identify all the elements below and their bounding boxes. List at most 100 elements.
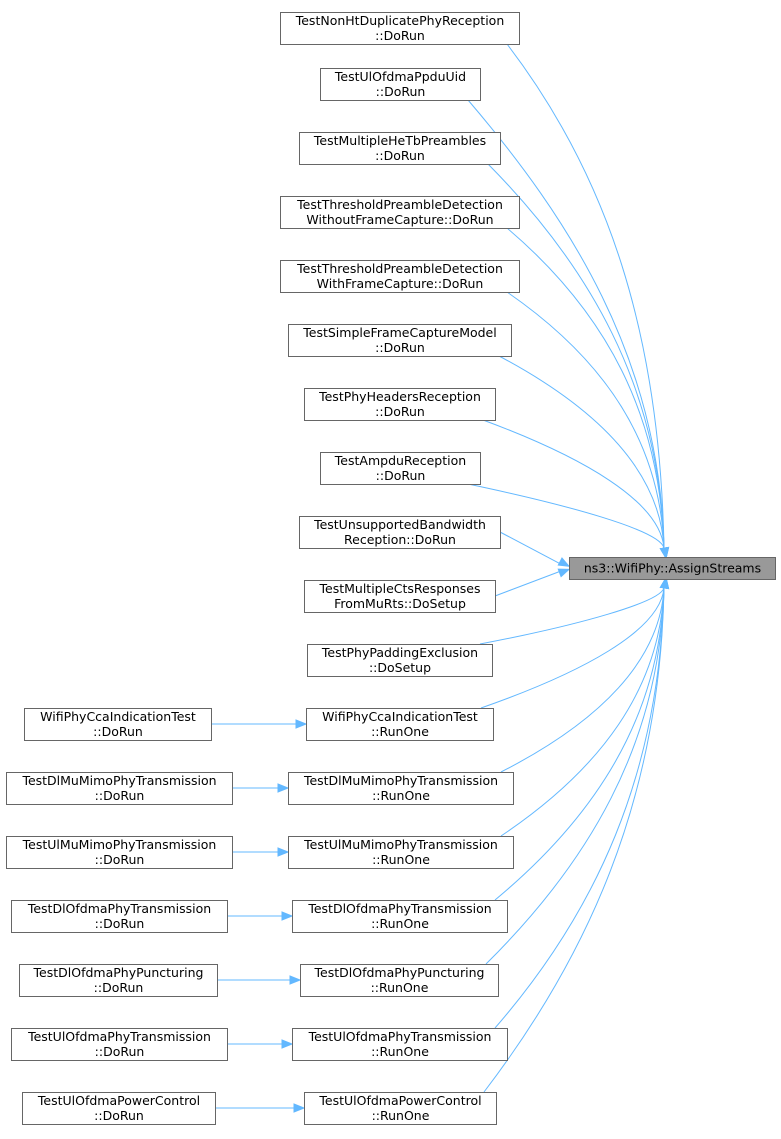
edge-line xyxy=(482,419,665,549)
node-n1[interactable]: TestNonHtDuplicatePhyReception::DoRun xyxy=(280,12,520,45)
node-l15[interactable]: TestDlOfdmaPhyTransmission::DoRun xyxy=(11,900,228,933)
target-node[interactable]: ns3::WifiPhy::AssignStreams xyxy=(569,557,776,580)
node-label: TestUlMuMimoPhyTransmission xyxy=(22,837,217,852)
edge-l15-to-n15 xyxy=(227,911,294,921)
node-label: ::DoRun xyxy=(375,148,425,163)
node-label: TestSimpleFrameCaptureModel xyxy=(302,325,496,340)
node-box xyxy=(569,557,776,580)
edge-line xyxy=(498,355,665,549)
node-l13[interactable]: TestDlMuMimoPhyTransmission::DoRun xyxy=(6,772,233,805)
edge-line xyxy=(494,570,561,597)
node-label: ::DoRun xyxy=(376,84,426,99)
node-label: TestNonHtDuplicatePhyReception xyxy=(295,13,505,28)
node-l14[interactable]: TestUlMuMimoPhyTransmission::DoRun xyxy=(6,836,233,869)
edge-n13-to-target xyxy=(500,576,670,773)
edge-arrowhead xyxy=(557,568,571,578)
edge-n9-to-target xyxy=(499,531,571,567)
edge-n12-to-target xyxy=(480,576,670,709)
node-label: TestUlOfdmaPpduUid xyxy=(334,69,466,84)
node-label: TestDlMuMimoPhyTransmission xyxy=(21,773,216,788)
node-n17[interactable]: TestUlOfdmaPhyTransmission::RunOne xyxy=(292,1028,508,1061)
edge-line xyxy=(480,587,665,709)
edge-n18-to-target xyxy=(483,576,670,1093)
node-label: ::DoRun xyxy=(94,980,144,995)
node-label: TestUlMuMimoPhyTransmission xyxy=(303,837,498,852)
node-label: ns3::WifiPhy::AssignStreams xyxy=(584,561,761,576)
node-box xyxy=(280,12,520,45)
edge-arrowhead xyxy=(293,1103,306,1113)
node-box xyxy=(299,516,501,549)
node-label: ::DoRun xyxy=(95,1044,145,1059)
node-n5[interactable]: TestThresholdPreambleDetectionWithFrameC… xyxy=(280,260,520,293)
node-box xyxy=(300,964,499,997)
node-box xyxy=(22,1092,216,1125)
edge-n15-to-target xyxy=(494,576,670,901)
node-n3[interactable]: TestMultipleHeTbPreambles::DoRun xyxy=(299,132,501,165)
edge-n14-to-target xyxy=(500,576,670,837)
node-l12[interactable]: WifiPhyCcaIndicationTest::DoRun xyxy=(24,708,212,741)
node-n10[interactable]: TestMultipleCtsResponsesFromMuRts::DoSet… xyxy=(304,580,496,613)
edge-line xyxy=(506,227,665,549)
node-label: TestUlOfdmaPhyTransmission xyxy=(308,1029,492,1044)
node-label: TestDlOfdmaPhyPuncturing xyxy=(33,965,204,980)
node-label: TestDlOfdmaPhyTransmission xyxy=(307,901,491,916)
edge-n11-to-target xyxy=(479,576,670,645)
node-n2[interactable]: TestUlOfdmaPpduUid::DoRun xyxy=(320,68,481,101)
node-n8[interactable]: TestAmpduReception::DoRun xyxy=(320,452,481,485)
node-label: ::RunOne xyxy=(372,1108,430,1123)
edge-n6-to-target xyxy=(498,355,670,560)
node-label: WithoutFrameCapture::DoRun xyxy=(306,212,493,227)
node-n11[interactable]: TestPhyPaddingExclusion::DoSetup xyxy=(307,644,493,677)
node-label: TestDlOfdmaPhyTransmission xyxy=(27,901,211,916)
node-box xyxy=(304,1092,497,1125)
node-label: TestUlOfdmaPhyTransmission xyxy=(27,1029,211,1044)
node-label: TestUlOfdmaPowerControl xyxy=(37,1093,200,1108)
node-label: TestDlOfdmaPhyPuncturing xyxy=(314,965,485,980)
node-label: ::RunOne xyxy=(372,788,430,803)
edge-l14-to-n14 xyxy=(232,847,290,857)
node-l18[interactable]: TestUlOfdmaPowerControl::DoRun xyxy=(22,1092,216,1125)
node-label: ::DoRun xyxy=(94,1108,144,1123)
node-box xyxy=(6,772,233,805)
edge-n8-to-target xyxy=(467,483,670,560)
node-label: ::RunOne xyxy=(371,916,429,931)
node-box xyxy=(280,260,520,293)
node-l16[interactable]: TestDlOfdmaPhyPuncturing::DoRun xyxy=(19,964,218,997)
node-n12[interactable]: WifiPhyCcaIndicationTest::RunOne xyxy=(306,708,494,741)
edge-line xyxy=(483,587,665,1093)
node-label: ::RunOne xyxy=(371,980,429,995)
node-box xyxy=(307,644,493,677)
node-box xyxy=(304,388,496,421)
edge-line xyxy=(479,587,665,645)
node-label: FromMuRts::DoSetup xyxy=(334,596,466,611)
edge-line xyxy=(494,587,665,1029)
edge-line xyxy=(506,291,665,549)
node-label: WifiPhyCcaIndicationTest xyxy=(40,709,196,724)
node-n4[interactable]: TestThresholdPreambleDetectionWithoutFra… xyxy=(280,196,520,229)
edge-line xyxy=(499,531,561,565)
node-l17[interactable]: TestUlOfdmaPhyTransmission::DoRun xyxy=(11,1028,228,1061)
node-box xyxy=(288,836,514,869)
node-box xyxy=(280,196,520,229)
edge-l12-to-n12 xyxy=(211,719,308,729)
edge-line xyxy=(500,587,665,773)
node-n7[interactable]: TestPhyHeadersReception::DoRun xyxy=(304,388,496,421)
edge-arrowhead xyxy=(659,576,670,590)
node-n15[interactable]: TestDlOfdmaPhyTransmission::RunOne xyxy=(292,900,508,933)
edge-arrowhead xyxy=(659,546,670,560)
nodes-layer: TestNonHtDuplicatePhyReception::DoRunTes… xyxy=(6,12,776,1125)
node-label: TestUlOfdmaPowerControl xyxy=(318,1093,481,1108)
node-label: TestThresholdPreambleDetection xyxy=(296,197,503,212)
node-n16[interactable]: TestDlOfdmaPhyPuncturing::RunOne xyxy=(300,964,499,997)
node-n13[interactable]: TestDlMuMimoPhyTransmission::RunOne xyxy=(288,772,514,805)
node-label: TestMultipleCtsResponses xyxy=(319,581,481,596)
node-n6[interactable]: TestSimpleFrameCaptureModel::DoRun xyxy=(288,324,512,357)
node-box xyxy=(11,900,228,933)
edge-arrowhead xyxy=(277,847,290,857)
node-label: TestDlMuMimoPhyTransmission xyxy=(303,773,498,788)
node-n14[interactable]: TestUlMuMimoPhyTransmission::RunOne xyxy=(288,836,514,869)
node-label: WifiPhyCcaIndicationTest xyxy=(322,709,478,724)
node-n18[interactable]: TestUlOfdmaPowerControl::RunOne xyxy=(304,1092,497,1125)
node-label: ::RunOne xyxy=(371,724,429,739)
